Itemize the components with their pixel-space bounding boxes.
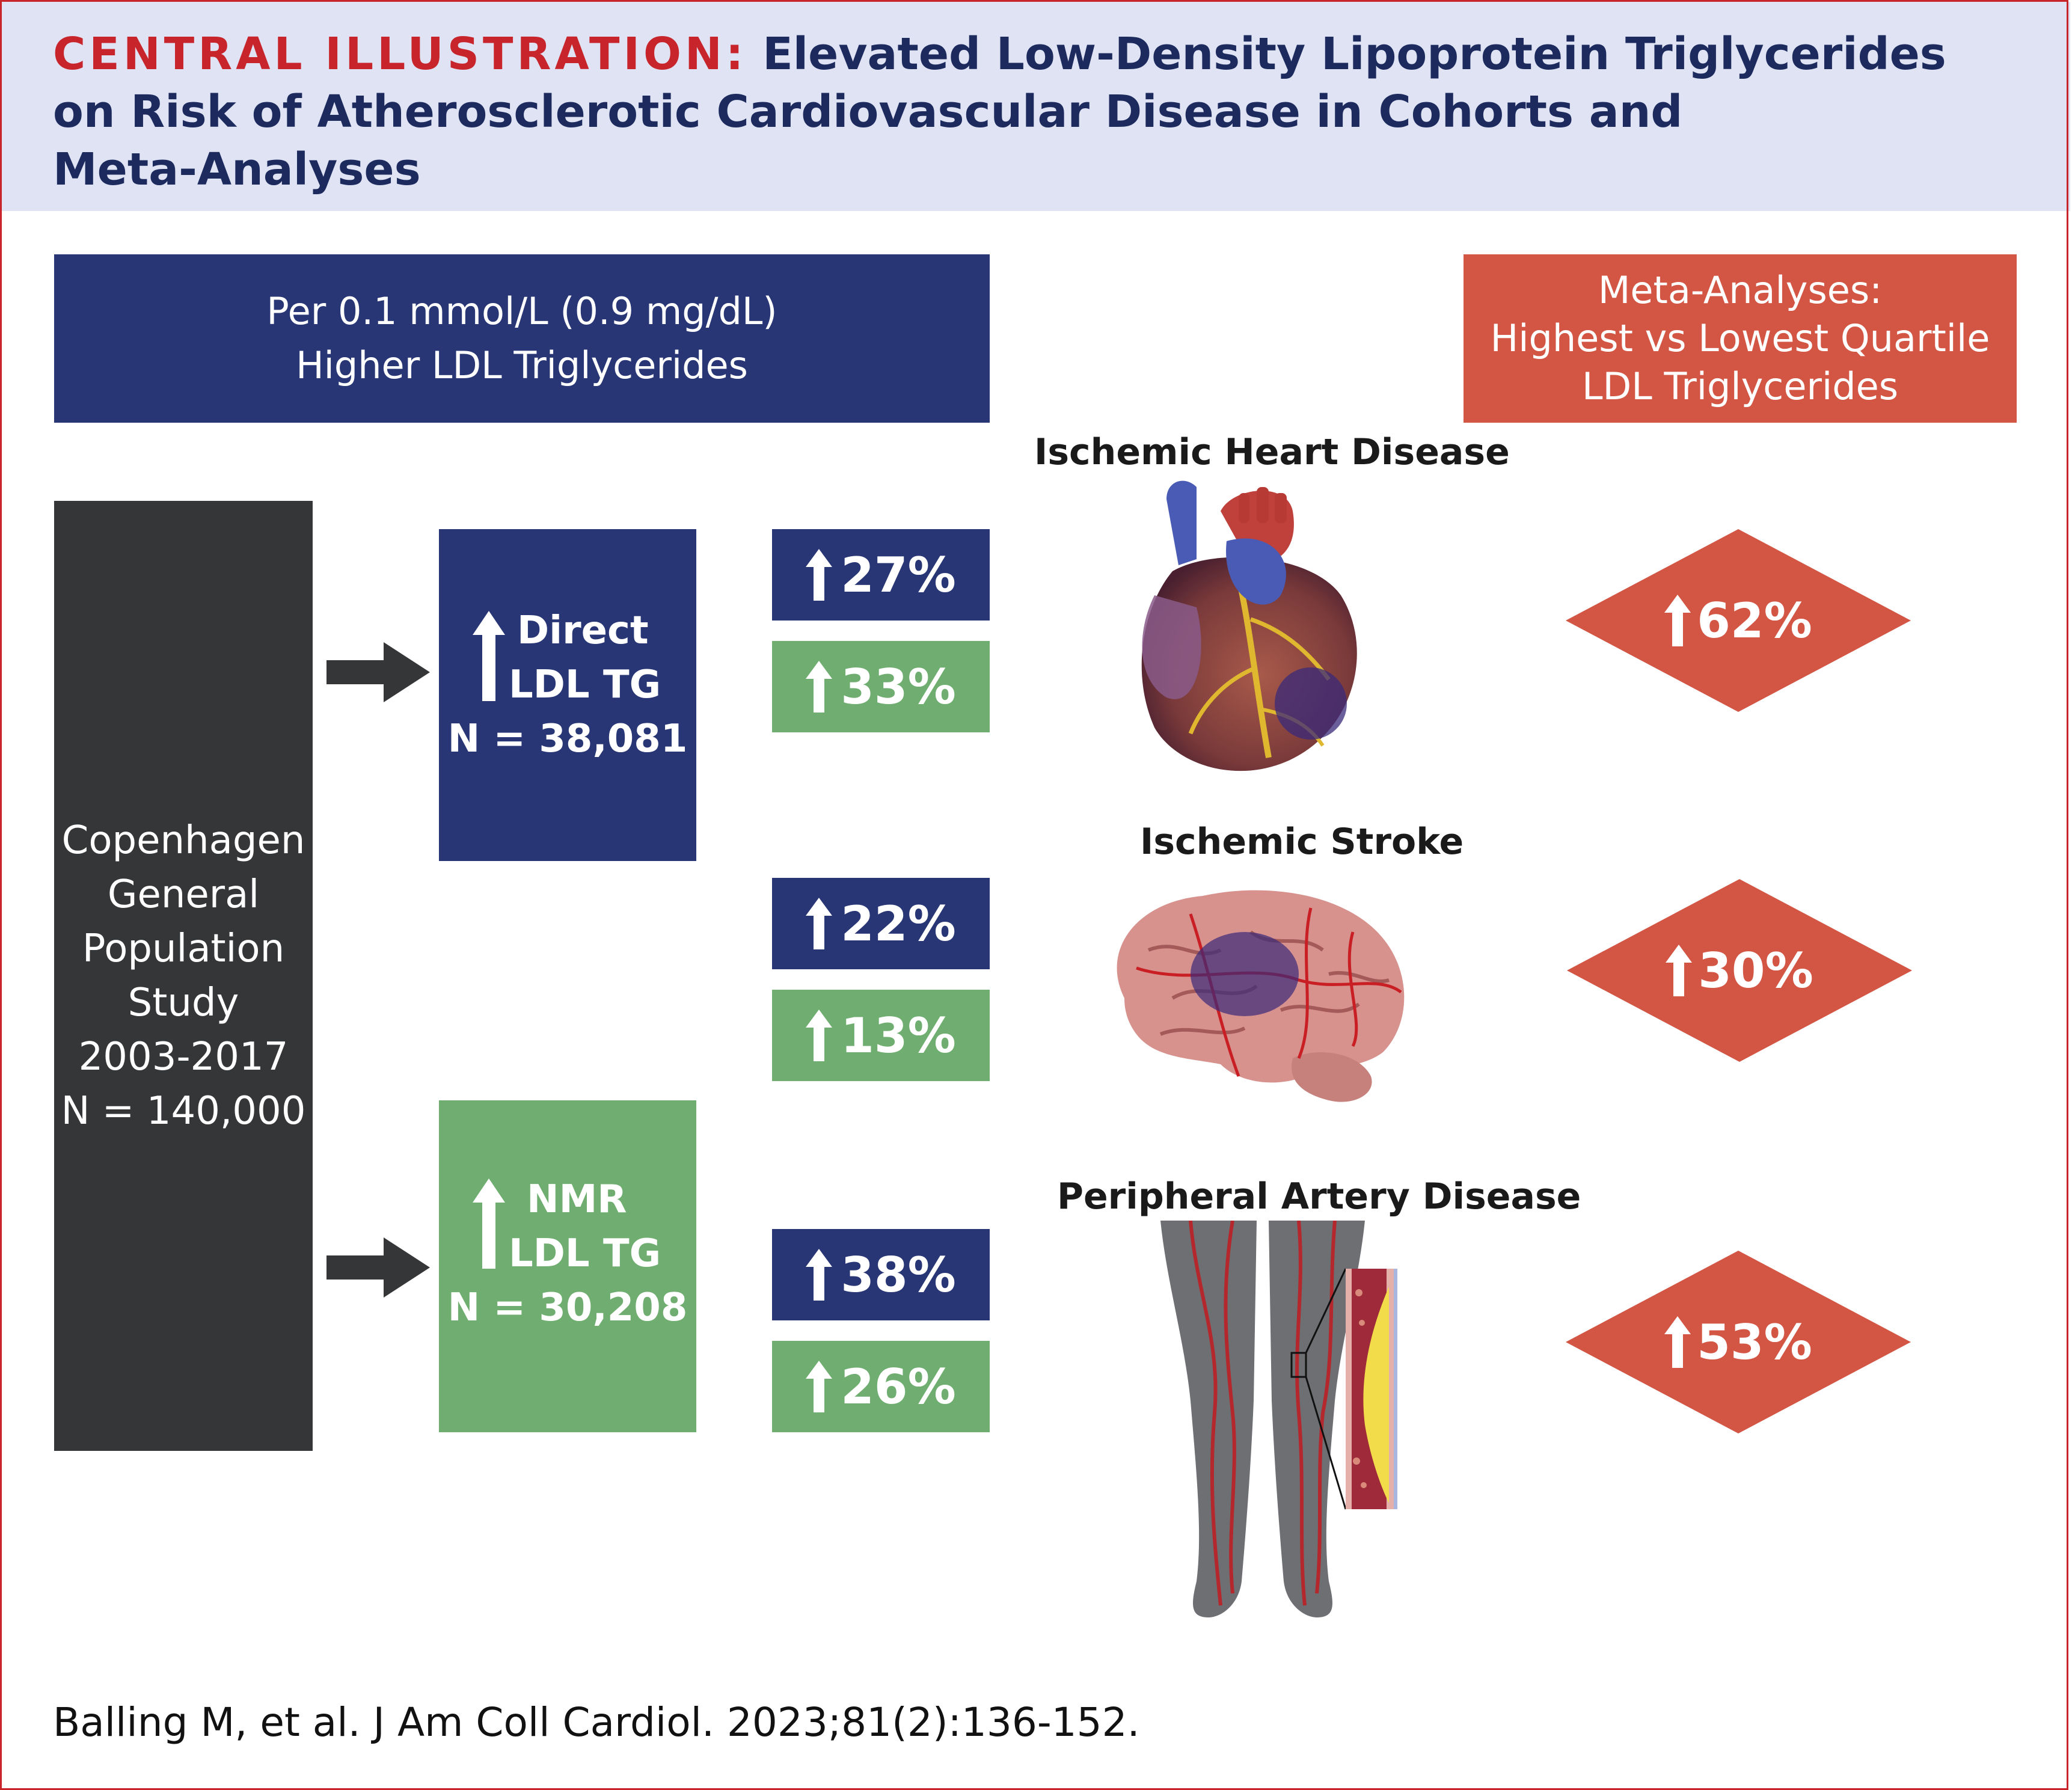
up-arrow-icon [806, 898, 833, 949]
nmr-label: NMR [527, 1177, 627, 1222]
direct-ldl-tg-label: LDL TG [509, 663, 661, 707]
up-arrow-icon [473, 611, 505, 701]
meta-header-line-3: LDL Triglycerides [1581, 364, 1899, 408]
stroke-direct-value: 22% [841, 895, 956, 952]
up-arrow-icon [806, 1249, 833, 1301]
title-line-2: on Risk of Atherosclerotic Cardiovascula… [53, 86, 1683, 138]
cohort-line: Population [82, 927, 285, 971]
ihd-nmr-result: 33% [772, 641, 990, 732]
heart-illustration [1141, 480, 1357, 771]
meta-header-line-1: Meta-Analyses: [1598, 268, 1883, 312]
pad-meta-diamond: 53% [1566, 1251, 1911, 1433]
legs-illustration [1160, 1221, 1397, 1617]
pad-meta-result: 53% [1566, 1251, 1911, 1433]
pad-direct-value: 38% [841, 1246, 956, 1303]
per-unit-header-box: Per 0.1 mmol/L (0.9 mg/dL) Higher LDL Tr… [54, 254, 990, 423]
cohort-box: Copenhagen General Population Study 2003… [54, 501, 313, 1451]
meta-header-line-2: Highest vs Lowest Quartile [1490, 316, 1990, 360]
stroke-meta-diamond: 30% [1567, 879, 1912, 1062]
cohort-line: 2003-2017 [78, 1035, 289, 1079]
nmr-ldl-tg-label: LDL TG [509, 1231, 661, 1276]
cohort-line: N = 140,000 [61, 1089, 306, 1133]
stroke-direct-result: 22% [772, 878, 990, 969]
direct-n-label: N = 38,081 [447, 717, 688, 761]
ihd-meta-result: 62% [1566, 529, 1911, 712]
pad-meta-value: 53% [1697, 1314, 1812, 1370]
pad-direct-result: 38% [772, 1229, 990, 1320]
pad-nmr-result: 26% [772, 1341, 990, 1432]
ihd-label: Ischemic Heart Disease [1034, 431, 1510, 473]
ihd-direct-result: 27% [772, 529, 990, 621]
title-line-1: CENTRAL ILLUSTRATION: Elevated Low-Densi… [53, 25, 1946, 83]
diamond-shape [1566, 1251, 1911, 1433]
brain-illustration [1117, 890, 1405, 1102]
stroke-meta-result: 30% [1567, 879, 1912, 1062]
up-arrow-icon [1664, 1316, 1691, 1368]
up-arrow-icon [806, 1361, 833, 1412]
per-unit-line-2: Higher LDL Triglycerides [296, 343, 748, 387]
right-arrow-icon [326, 1237, 430, 1298]
meta-analyses-header-box: Meta-Analyses: Highest vs Lowest Quartil… [1464, 254, 2017, 423]
up-arrow-icon [1666, 945, 1693, 996]
diamond-shape [1566, 529, 1911, 712]
per-unit-line-1: Per 0.1 mmol/L (0.9 mg/dL) [266, 289, 777, 333]
up-arrow-icon [473, 1179, 505, 1269]
citation: Balling M, et al. J Am Coll Cardiol. 202… [53, 1699, 1140, 1746]
nmr-ldl-tg-box: NMR LDL TG N = 30,208 [439, 1100, 696, 1432]
up-arrow-icon [806, 1010, 833, 1061]
up-arrow-icon [806, 549, 833, 601]
cohort-line: Copenhagen [61, 818, 305, 863]
up-arrow-icon [1664, 595, 1691, 646]
title-line-3: Meta-Analyses [53, 144, 421, 195]
pad-label: Peripheral Artery Disease [1057, 1175, 1581, 1218]
diamond-shape [1567, 879, 1912, 1062]
stroke-nmr-result: 13% [772, 990, 990, 1081]
header-band [2, 2, 2070, 211]
pad-nmr-value: 26% [841, 1358, 956, 1415]
central-illustration-label: CENTRAL ILLUSTRATION: [53, 28, 747, 80]
cohort-line: General [107, 872, 260, 917]
ihd-meta-diamond: 62% [1566, 529, 1911, 712]
stroke-meta-value: 30% [1698, 942, 1813, 999]
ihd-nmr-value: 33% [841, 658, 956, 715]
ihd-meta-value: 62% [1697, 592, 1812, 649]
direct-label: Direct [517, 608, 649, 653]
stroke-nmr-value: 13% [841, 1007, 956, 1064]
cohort-line: Study [127, 981, 239, 1025]
title-text-1: Elevated Low-Density Lipoprotein Triglyc… [762, 28, 1946, 80]
right-arrow-icon [326, 642, 430, 702]
up-arrow-icon [806, 661, 833, 713]
direct-ldl-tg-box: Direct LDL TG N = 38,081 [439, 529, 696, 861]
ihd-direct-value: 27% [841, 547, 956, 603]
stroke-label: Ischemic Stroke [1140, 821, 1464, 863]
nmr-n-label: N = 30,208 [447, 1286, 688, 1330]
